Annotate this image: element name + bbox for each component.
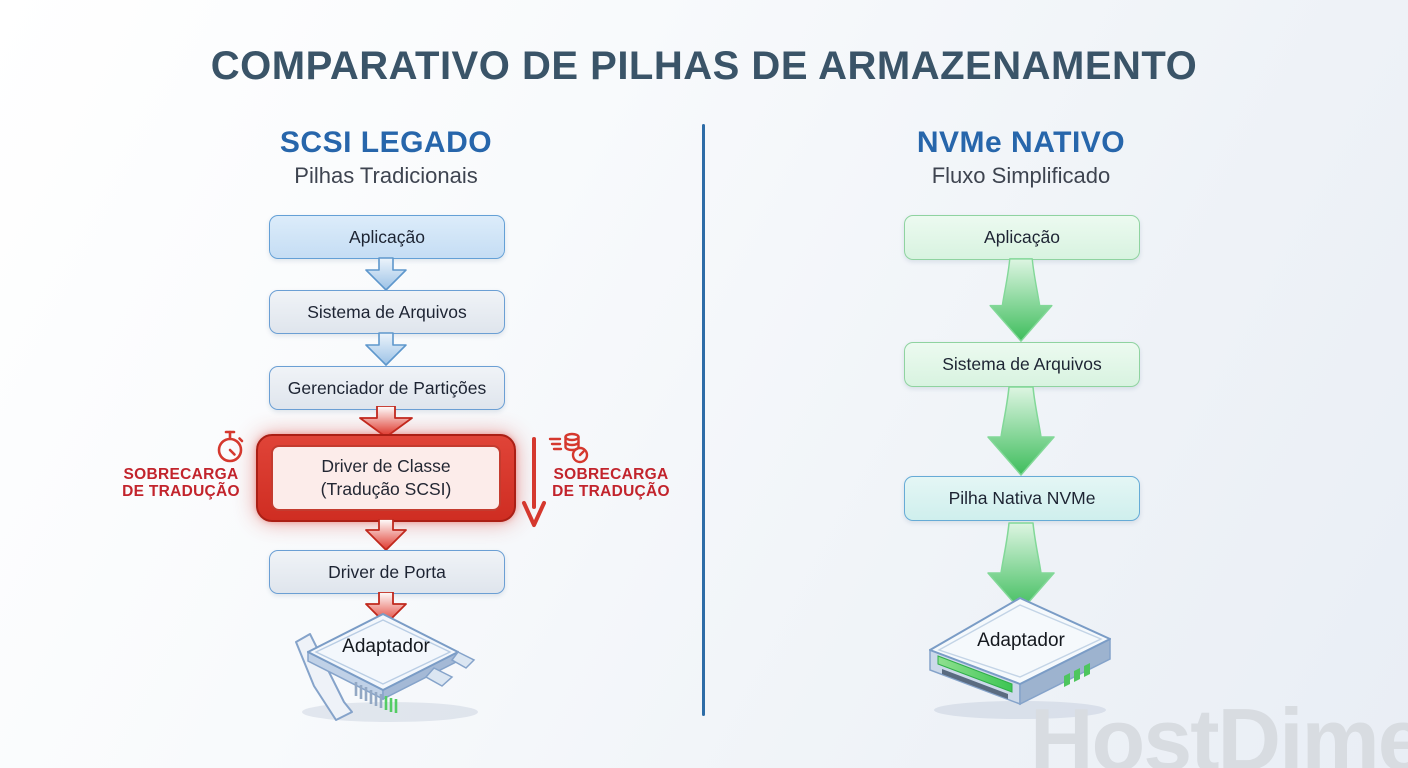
overhead-line2: DE TRADUÇÃO: [552, 483, 670, 501]
left-box-sistema-arquivos: Sistema de Arquivos: [269, 290, 505, 334]
stopwatch-icon: [217, 430, 244, 463]
column-divider: [702, 124, 705, 716]
right-box-pilha-nvme: Pilha Nativa NVMe: [904, 476, 1140, 521]
hostdime-watermark: HostDime: [1030, 690, 1408, 768]
overhead-line1: SOBRECARGA: [123, 466, 239, 483]
blue-arrow-down-icon: [365, 332, 407, 366]
pci-adapter-card-illustration: [295, 613, 478, 722]
right-column-heading: NVMe NATIVO: [916, 126, 1126, 159]
green-flow-arrow-icon: [989, 258, 1053, 342]
left-column-subheading: Pilhas Tradicionais: [294, 163, 478, 188]
speed-cost-icon: [548, 432, 589, 464]
left-highlight-driver-classe: Driver de Classe (Tradução SCSI): [256, 434, 516, 522]
right-overhead-label: SOBRECARGA DE TRADUÇÃO: [542, 466, 680, 501]
green-flow-arrow-icon: [987, 386, 1055, 476]
left-device-label: Adaptador: [342, 636, 430, 657]
red-arrow-down-icon: [359, 406, 413, 438]
right-column-subheading: Fluxo Simplificado: [931, 163, 1111, 188]
blue-arrow-down-icon: [365, 257, 407, 291]
green-flow-arrow-icon: [987, 522, 1055, 612]
thin-red-arrow-down-icon: [522, 437, 546, 527]
highlight-line1: Driver de Classe: [321, 456, 451, 477]
right-box-sistema-arquivos: Sistema de Arquivos: [904, 342, 1140, 387]
left-box-aplicacao: Aplicação: [269, 215, 505, 259]
right-device-label: Adaptador: [977, 630, 1065, 651]
page-title: COMPARATIVO DE PILHAS DE ARMAZENAMENTO: [210, 44, 1198, 88]
left-box-gerenciador-particoes: Gerenciador de Partições: [269, 366, 505, 410]
left-overhead-label: SOBRECARGA DE TRADUÇÃO: [112, 466, 250, 501]
left-column-heading: SCSI LEGADO: [279, 126, 493, 159]
red-arrow-down-icon: [365, 592, 407, 625]
red-arrow-down-icon: [365, 519, 407, 551]
nvme-ssd-illustration: [929, 597, 1111, 719]
overhead-line1: SOBRECARGA: [553, 466, 669, 483]
right-box-aplicacao: Aplicação: [904, 215, 1140, 260]
left-box-driver-porta: Driver de Porta: [269, 550, 505, 594]
overhead-line2: DE TRADUÇÃO: [122, 483, 240, 501]
highlight-line2: (Tradução SCSI): [320, 479, 452, 499]
